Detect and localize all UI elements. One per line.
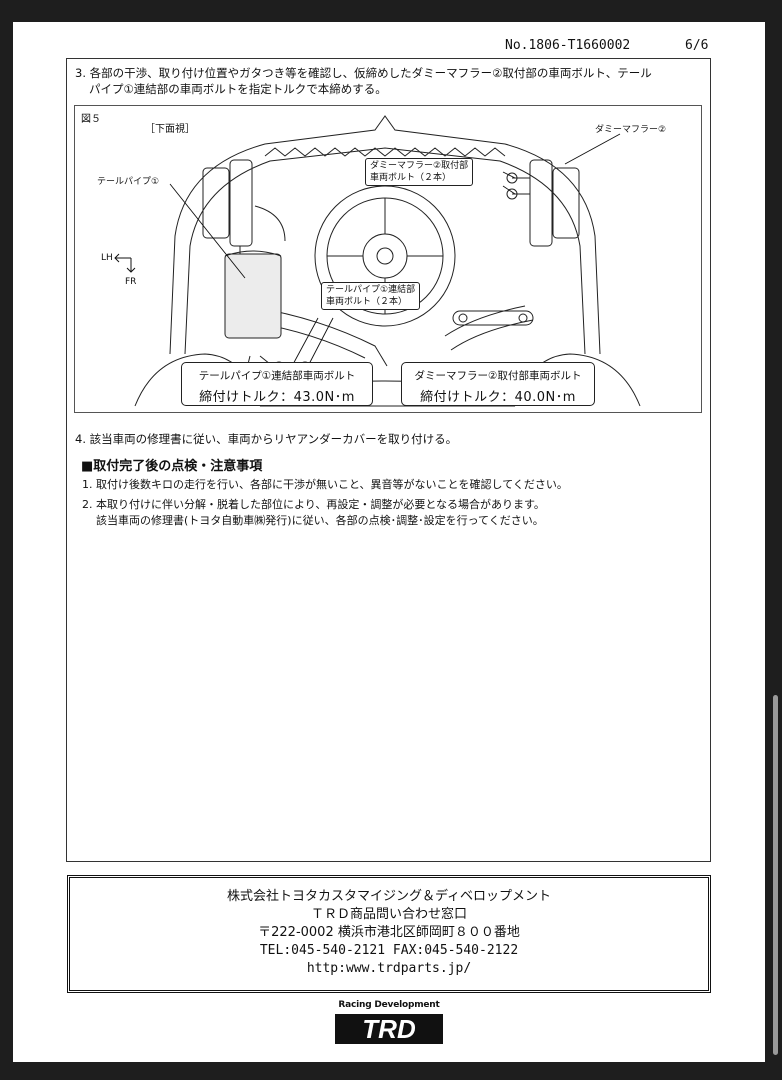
dummy-bolt-callout-line-1: ダミーマフラー②取付部: [370, 161, 469, 171]
tail-pipe-bolt-callout: テールパイプ①連結部 車両ボルト（２本）: [321, 282, 421, 310]
dummy-muffler-torque-title: ダミーマフラー②取付部車両ボルト: [414, 370, 582, 382]
dummy-muffler-torque-box: ダミーマフラー②取付部車両ボルト 締付けトルク：40.0N･m: [401, 362, 595, 406]
note-2-line-2: 該当車両の修理書(トヨタ自動車㈱発行)に従い、各部の点検･調整･設定を行ってくだ…: [96, 514, 544, 527]
page-number: 6/6: [685, 38, 709, 53]
underbody-illustration: [114, 115, 641, 407]
logo-wordmark: TRD: [362, 1014, 416, 1044]
note-2-line-1: 2. 本取り付けに伴い分解・脱着した部位により、再設定・調整が必要となる場合があ…: [82, 498, 545, 511]
trd-logo: Racing Development TRD: [333, 1000, 445, 1048]
contact-phone: TEL:045-540-2121 FAX:045-540-2122: [259, 943, 519, 958]
contact-box: 株式会社トヨタカスタマイジング＆ディベロップメント ＴＲＤ商品問い合わせ窓口 〒…: [67, 875, 711, 993]
step-3-line-1: 3. 各部の干渉、取り付け位置やガタつき等を確認し、仮締めしたダミーマフラー②取…: [75, 66, 652, 80]
document-page: No.1806-T1660002 6/6 3. 各部の干渉、取り付け位置やガタつ…: [13, 22, 765, 1062]
tail-bolt-callout-line-1: テールパイプ①連結部: [326, 285, 416, 295]
step-3-line-2: パイプ①連結部の車両ボルトを指定トルクで本締めする。: [89, 82, 387, 96]
tail-pipe-torque-title: テールパイプ①連結部車両ボルト: [198, 370, 356, 382]
company-name: 株式会社トヨタカスタマイジング＆ディベロップメント: [226, 889, 552, 904]
dummy-muffler-label: ダミーマフラー②: [595, 125, 667, 135]
scrollbar-thumb[interactable]: [773, 695, 778, 1055]
note-1: 1. 取付け後数キロの走行を行い、各部に干渉が無いこと、異音等がないことを確認し…: [82, 478, 568, 491]
section-heading: ■取付完了後の点検・注意事項: [81, 459, 263, 474]
direction-fr: FR: [125, 277, 137, 287]
direction-lh: LH: [101, 253, 113, 263]
view-label: ［下面視］: [145, 124, 195, 135]
logo-tagline: Racing Development: [338, 1000, 440, 1010]
step-4-text: 4. 該当車両の修理書に従い、車両からリヤアンダーカバーを取り付ける。: [75, 432, 458, 446]
figure-5: 図５ ［下面視］: [74, 105, 702, 413]
tail-pipe-torque-value: 締付けトルク：43.0N･m: [199, 390, 355, 405]
dummy-bolt-callout-line-2: 車両ボルト（２本）: [370, 173, 452, 183]
content-frame: 3. 各部の干渉、取り付け位置やガタつき等を確認し、仮締めしたダミーマフラー②取…: [66, 58, 711, 862]
contact-url[interactable]: http:www.trdparts.jp/: [306, 961, 472, 976]
document-number: No.1806-T1660002: [505, 38, 631, 53]
step-3-text: 3. 各部の干渉、取り付け位置やガタつき等を確認し、仮締めしたダミーマフラー②取…: [75, 65, 705, 97]
contact-desk: ＴＲＤ商品問い合わせ窓口: [310, 907, 467, 922]
tail-pipe-torque-box: テールパイプ①連結部車両ボルト 締付けトルク：43.0N･m: [181, 362, 373, 406]
contact-address: 〒222-0002 横浜市港北区師岡町８００番地: [258, 925, 520, 940]
tail-bolt-callout-line-2: 車両ボルト（２本）: [326, 297, 408, 307]
trd-wordmark-icon: TRD: [335, 1014, 443, 1044]
tail-pipe-label: テールパイプ①: [97, 177, 160, 187]
dummy-muffler-torque-value: 締付けトルク：40.0N･m: [420, 390, 576, 405]
dummy-muffler-bolt-callout: ダミーマフラー②取付部 車両ボルト（２本）: [365, 158, 474, 186]
figure-label: 図５: [81, 114, 101, 125]
